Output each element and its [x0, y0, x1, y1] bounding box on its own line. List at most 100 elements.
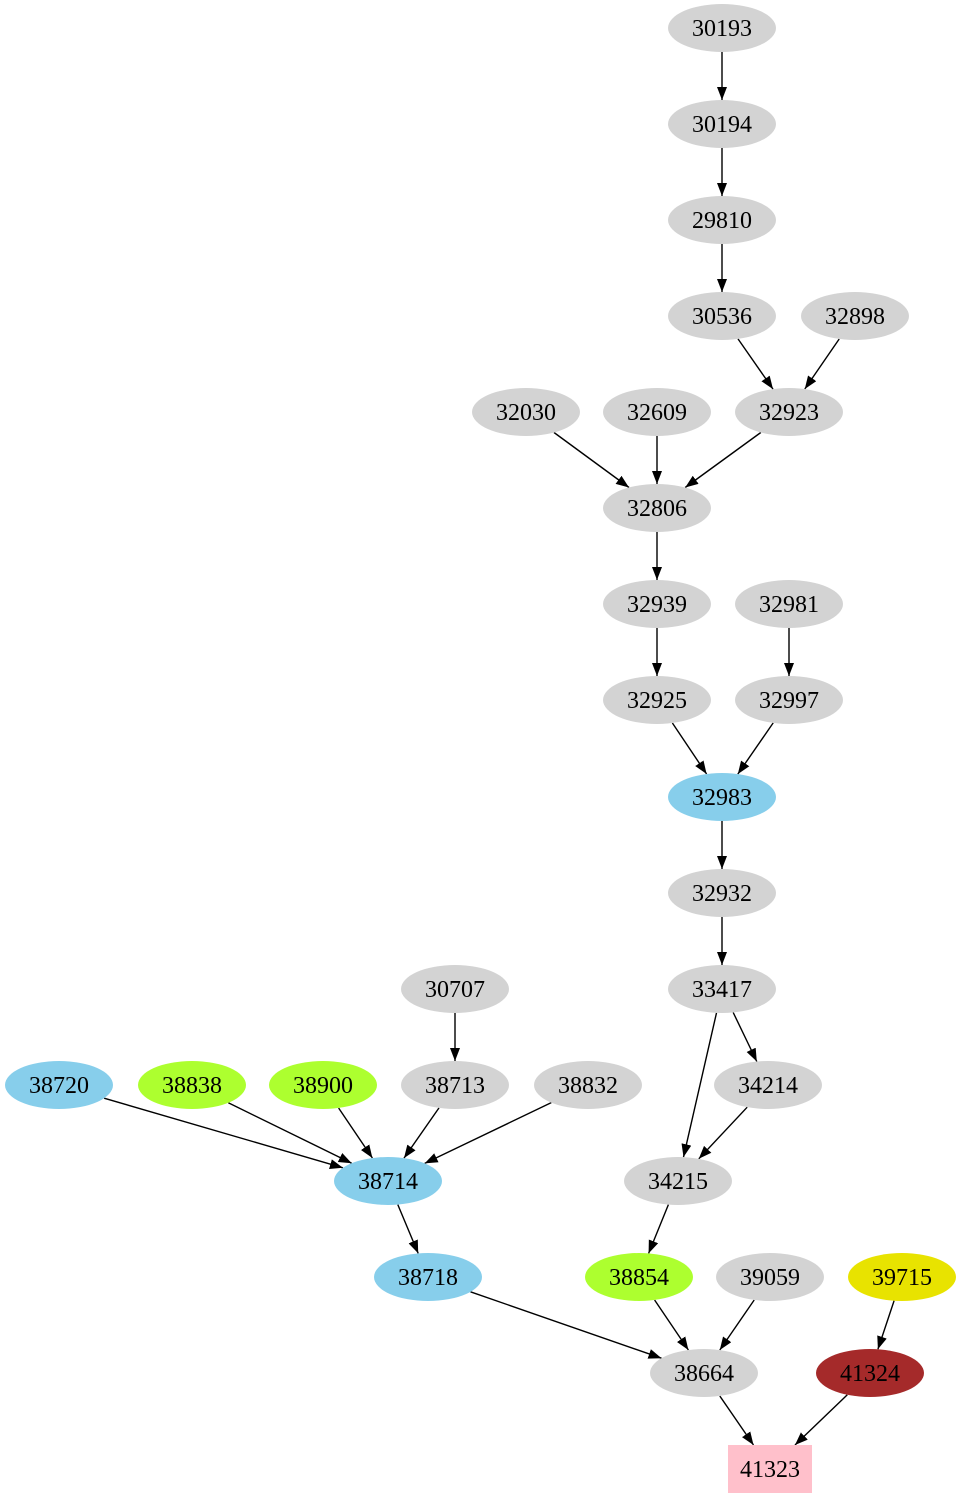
node-label-30194: 30194	[692, 112, 752, 138]
node-ellipse-34215	[624, 1157, 732, 1205]
edge-38838-38714	[227, 1102, 353, 1164]
node-label-32609: 32609	[627, 400, 687, 426]
node-ellipse-39715	[848, 1253, 956, 1301]
node-label-38664: 38664	[674, 1361, 734, 1387]
edge-38713-38714	[403, 1107, 440, 1159]
node-32923: 32923	[735, 388, 843, 436]
node-label-39715: 39715	[872, 1265, 932, 1291]
node-29810: 29810	[668, 196, 776, 244]
edge-34215-38854	[647, 1204, 670, 1254]
node-label-38900: 38900	[293, 1073, 353, 1099]
node-38854: 38854	[585, 1253, 693, 1301]
edges-layer	[103, 52, 895, 1446]
node-32806: 32806	[603, 484, 711, 532]
edge-30536-32923	[737, 338, 774, 390]
node-ellipse-30536	[668, 292, 776, 340]
node-label-41323: 41323	[740, 1457, 800, 1483]
node-ellipse-39059	[716, 1253, 824, 1301]
node-32609: 32609	[603, 388, 711, 436]
node-ellipse-38664	[650, 1349, 758, 1397]
node-label-38720: 38720	[29, 1073, 89, 1099]
node-ellipse-32983	[668, 773, 776, 821]
node-label-32898: 32898	[825, 304, 885, 330]
node-39715: 39715	[848, 1253, 956, 1301]
edge-38900-38714	[338, 1107, 373, 1159]
node-ellipse-38832	[534, 1061, 642, 1109]
node-32030: 32030	[472, 388, 580, 436]
node-ellipse-33417	[668, 965, 776, 1013]
node-label-34215: 34215	[648, 1169, 708, 1195]
edge-38718-38664	[470, 1291, 662, 1359]
node-ellipse-38713	[401, 1061, 509, 1109]
node-label-32806: 32806	[627, 496, 687, 522]
node-41323: 41323	[728, 1445, 812, 1493]
edge-38832-38714	[424, 1101, 552, 1165]
node-ellipse-32923	[735, 388, 843, 436]
node-ellipse-32932	[668, 869, 776, 917]
node-32898: 32898	[801, 292, 909, 340]
node-label-33417: 33417	[692, 977, 752, 1003]
node-ellipse-38838	[138, 1061, 246, 1109]
node-38664: 38664	[650, 1349, 758, 1397]
node-label-41324: 41324	[840, 1361, 900, 1387]
edge-38720-38714	[103, 1097, 344, 1169]
node-ellipse-29810	[668, 196, 776, 244]
edge-39059-38664	[719, 1299, 755, 1351]
node-32981: 32981	[735, 580, 843, 628]
node-ellipse-38854	[585, 1253, 693, 1301]
node-38720: 38720	[5, 1061, 113, 1109]
node-32983: 32983	[668, 773, 776, 821]
node-label-32923: 32923	[759, 400, 819, 426]
node-32925: 32925	[603, 676, 711, 724]
edge-32030-32806	[553, 431, 630, 489]
node-34214: 34214	[714, 1061, 822, 1109]
edge-39715-41324	[877, 1300, 895, 1350]
node-label-29810: 29810	[692, 208, 752, 234]
node-34215: 34215	[624, 1157, 732, 1205]
node-38713: 38713	[401, 1061, 509, 1109]
node-33417: 33417	[668, 965, 776, 1013]
node-ellipse-38900	[269, 1061, 377, 1109]
node-ellipse-32030	[472, 388, 580, 436]
edge-33417-34214	[732, 1012, 758, 1062]
edge-32923-32806	[684, 431, 762, 489]
node-30194: 30194	[668, 100, 776, 148]
node-label-39059: 39059	[740, 1265, 800, 1291]
node-ellipse-30193	[668, 4, 776, 52]
node-ellipse-41324	[816, 1349, 924, 1397]
edge-32997-32983	[737, 722, 774, 775]
node-label-38838: 38838	[162, 1073, 222, 1099]
node-38832: 38832	[534, 1061, 642, 1109]
node-label-32030: 32030	[496, 400, 556, 426]
node-ellipse-32806	[603, 484, 711, 532]
edge-38714-38718	[397, 1204, 419, 1254]
node-label-30536: 30536	[692, 304, 752, 330]
node-ellipse-32997	[735, 676, 843, 724]
node-label-30193: 30193	[692, 16, 752, 42]
node-39059: 39059	[716, 1253, 824, 1301]
node-32997: 32997	[735, 676, 843, 724]
node-32939: 32939	[603, 580, 711, 628]
node-ellipse-38718	[374, 1253, 482, 1301]
node-ellipse-38714	[334, 1157, 442, 1205]
edge-38854-38664	[654, 1299, 689, 1351]
node-label-32939: 32939	[627, 592, 687, 618]
node-label-32981: 32981	[759, 592, 819, 618]
node-ellipse-38720	[5, 1061, 113, 1109]
edge-34214-34215	[698, 1106, 748, 1160]
node-label-34214: 34214	[738, 1073, 798, 1099]
node-ellipse-32925	[603, 676, 711, 724]
node-label-38714: 38714	[358, 1169, 418, 1195]
edge-41324-41323	[794, 1394, 848, 1446]
node-label-32997: 32997	[759, 688, 819, 714]
edge-32898-32923	[804, 338, 840, 390]
node-38900: 38900	[269, 1061, 377, 1109]
node-30707: 30707	[401, 965, 509, 1013]
edge-32925-32983	[671, 722, 708, 775]
node-30536: 30536	[668, 292, 776, 340]
node-label-32925: 32925	[627, 688, 687, 714]
node-label-38854: 38854	[609, 1265, 669, 1291]
node-ellipse-32939	[603, 580, 711, 628]
